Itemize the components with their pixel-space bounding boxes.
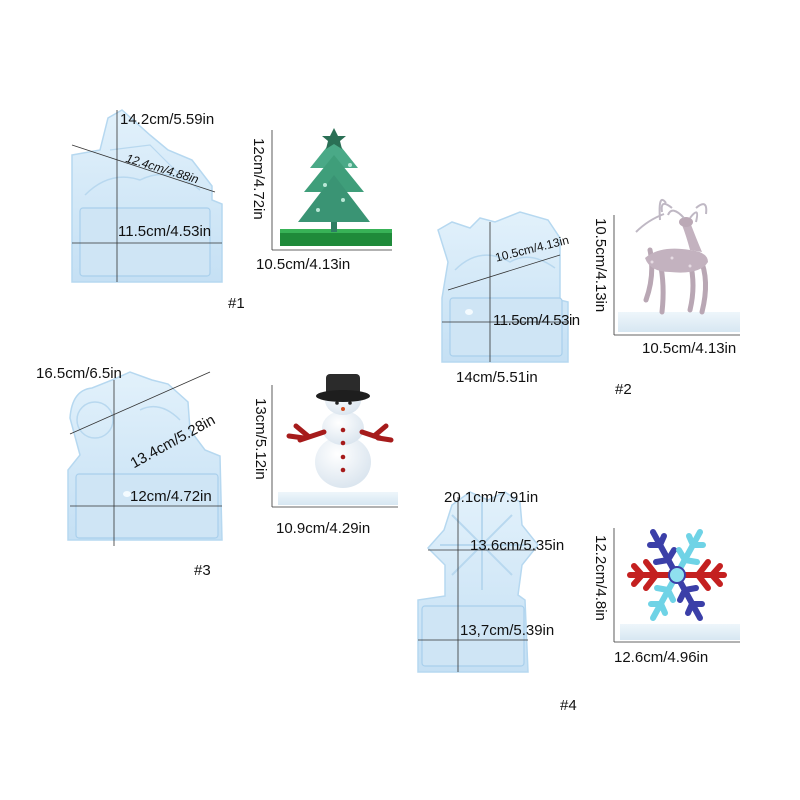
product-4-snowflake (613, 528, 740, 643)
product-2-width-label: 10.5cm/4.13in (642, 340, 737, 357)
mold-1-width-label: 14.2cm/5.59in (120, 111, 215, 128)
mold-4-diagonal-label: 13.6cm/5.35in (470, 537, 565, 554)
mold-3-number: #3 (194, 562, 211, 579)
mold-4-base-label: 13,7cm/5.39in (460, 622, 555, 639)
mold-2-base-cavity (449, 297, 563, 357)
mold-1-base-label: 11.5cm/4.53in (118, 223, 212, 240)
product-1-height-label: 12cm/4.72in (250, 138, 267, 220)
product-3-snowman (271, 374, 398, 508)
product-3-height-label: 13cm/5.12in (252, 398, 269, 480)
mold-2-width-label: 14cm/5.51in (456, 369, 538, 386)
mold-4-base-cavity (421, 605, 525, 667)
product-3-width-label: 10.9cm/4.29in (276, 520, 371, 537)
mold-4-number: #4 (560, 697, 577, 714)
product-4-height-label: 12.2cm/4.8in (592, 535, 609, 621)
mold-3-base-label: 12cm/4.72in (130, 488, 212, 505)
product-4-width-label: 12.6cm/4.96in (614, 649, 709, 666)
mold-3-width-label: 16.5cm/6.5in (36, 365, 122, 382)
mold-1 (71, 109, 223, 283)
product-1-tree (271, 128, 392, 251)
mold-2-number: #2 (615, 381, 632, 398)
mold-2 (437, 211, 569, 363)
product-2-reindeer (613, 198, 740, 336)
mold-3 (67, 371, 223, 546)
mold-1-base-cavity (79, 207, 211, 277)
product-1-width-label: 10.5cm/4.13in (256, 256, 351, 273)
mold-1-number: #1 (228, 295, 245, 312)
product-2-height-label: 10.5cm/4.13in (592, 218, 609, 313)
mold-2-base-label: 11.5cm/4.53in (493, 312, 580, 329)
mold-4 (417, 491, 539, 673)
mold-4-width-label: 20.1cm/7.91in (444, 489, 539, 506)
